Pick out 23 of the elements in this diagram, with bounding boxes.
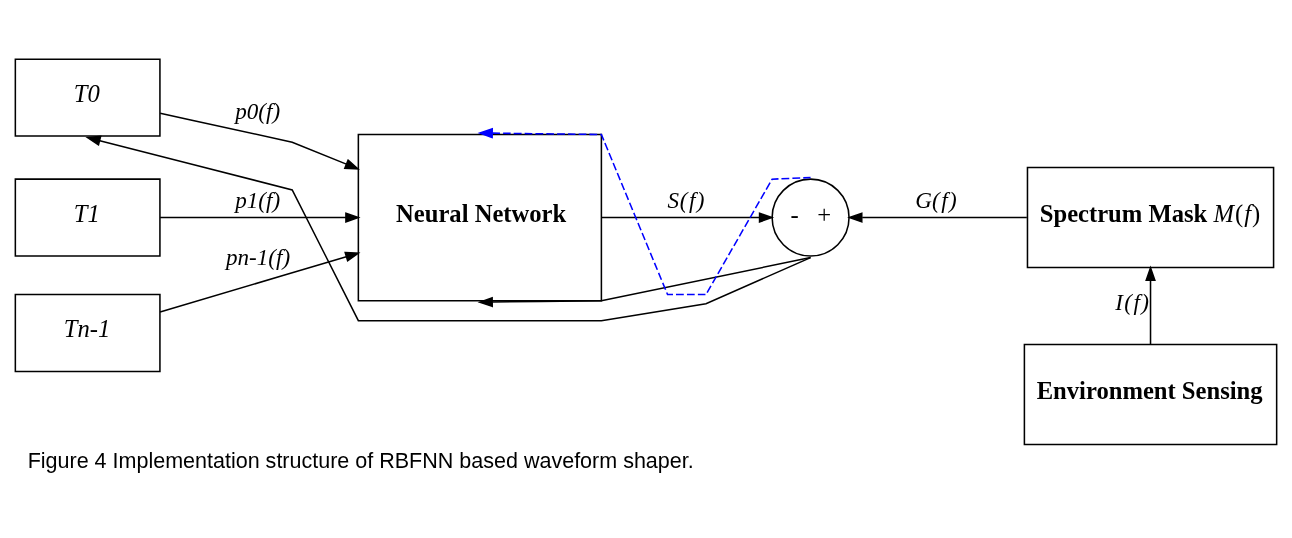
node-box: Neural Network bbox=[357, 133, 603, 301]
caption: Figure 4 Implementation structure of RBFNN based waveform shaper. bbox=[27, 448, 694, 473]
arrow bbox=[600, 211, 775, 223]
node-box: Tn-1 bbox=[14, 293, 161, 372]
arrow bbox=[847, 211, 1028, 223]
arrow bbox=[85, 135, 812, 321]
edge-label: p1(f) bbox=[235, 186, 281, 213]
arrow bbox=[477, 256, 812, 307]
arrow bbox=[159, 211, 361, 223]
edge-label: I(f) bbox=[1115, 288, 1149, 315]
arrow bbox=[159, 111, 360, 170]
edge-label: G(f) bbox=[915, 186, 957, 213]
edge-label: S(f) bbox=[667, 186, 705, 213]
arrow bbox=[477, 127, 812, 295]
arrow bbox=[1145, 265, 1156, 345]
node-circle: - + bbox=[771, 177, 850, 257]
arrow bbox=[159, 251, 361, 313]
edge-label: p0(f) bbox=[235, 97, 281, 124]
node-box: Environment Sensing bbox=[1023, 343, 1278, 445]
edge-label: pn-1(f) bbox=[226, 243, 291, 270]
node-box: Spectrum Mask M(f) bbox=[1026, 166, 1275, 268]
node-box: T0 bbox=[14, 57, 161, 137]
node-box: T1 bbox=[14, 177, 161, 257]
